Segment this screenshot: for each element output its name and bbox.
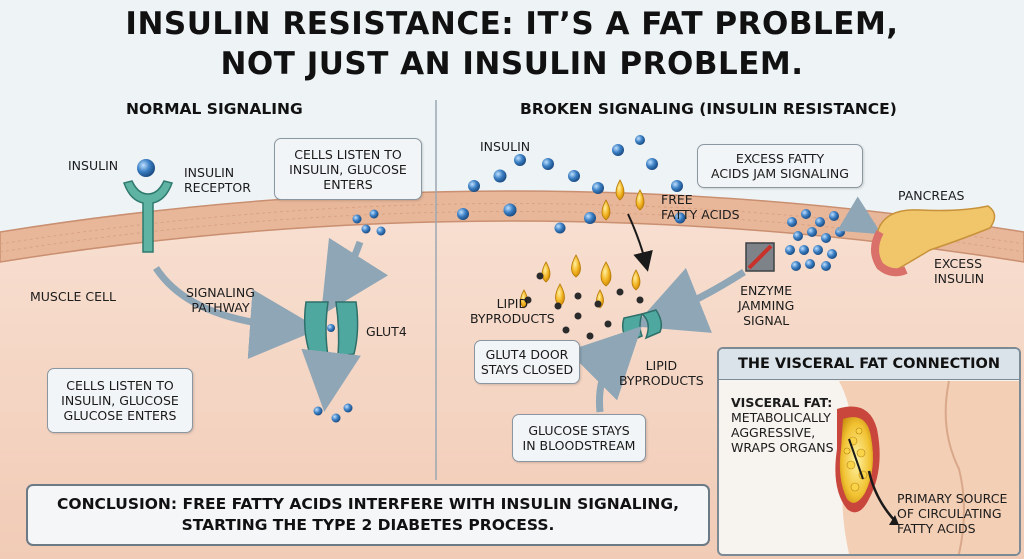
conclusion-line-1: CONCLUSION: FREE FATTY ACIDS INTERFERE W… — [57, 495, 679, 513]
arrow-enzyme-to-glut4 — [634, 267, 746, 333]
conclusion-line-2: STARTING THE TYPE 2 DIABETES PROCESS. — [181, 516, 555, 534]
pancreas-label: PANCREAS — [898, 188, 965, 203]
callout-line: CELLS LISTEN TO — [294, 146, 402, 162]
insulin-receptor — [123, 180, 173, 253]
enzyme-line-1: ENZYME — [740, 283, 793, 298]
callout-excess-fatty-acids: EXCESS FATTY ACIDS JAM SIGNALING — [697, 144, 863, 188]
source-line: OF CIRCULATING — [897, 506, 1002, 521]
enzyme-line-3: SIGNAL — [743, 313, 790, 328]
arrow-signaling-pathway — [153, 266, 320, 360]
normal-insulin-label: INSULIN — [68, 158, 119, 173]
excess-insulin-line-1: EXCESS — [934, 256, 983, 271]
lipid-byproducts-right-label: LIPID BYPRODUCTS — [619, 358, 704, 388]
glucose-cluster-top — [352, 209, 386, 236]
enzyme-line-2: JAMMING — [738, 298, 795, 313]
callout-line: IN BLOODSTREAM — [522, 438, 636, 453]
visceral-panel-title: THE VISCERAL FAT CONNECTION — [719, 349, 1019, 380]
callout-line: GLUCOSE STAYS — [528, 423, 630, 438]
signaling-line-1: SIGNALING — [186, 285, 255, 300]
lipid-line-2: BYPRODUCTS — [470, 311, 555, 326]
callout-line: STAYS CLOSED — [480, 362, 574, 377]
page-title: INSULIN RESISTANCE: IT’S A FAT PROBLEM, … — [0, 4, 1024, 84]
normal-signaling-heading: NORMAL SIGNALING — [126, 100, 303, 118]
arrow-ffa-to-membrane — [627, 213, 653, 272]
title-line-1: INSULIN RESISTANCE: IT’S A FAT PROBLEM, — [125, 6, 899, 42]
title-line-2: NOT JUST AN INSULIN PROBLEM. — [220, 46, 804, 82]
excess-insulin-cluster — [785, 209, 845, 271]
callout-line: INSULIN, GLUCOSE — [61, 393, 179, 408]
insulin-molecule — [137, 159, 155, 177]
visceral-line: AGGRESSIVE, — [731, 425, 816, 440]
conclusion-box: CONCLUSION: FREE FATTY ACIDS INTERFERE W… — [26, 484, 710, 546]
callout-line: INSULIN, GLUCOSE — [289, 161, 407, 177]
signaling-pathway-label: SIGNALING PATHWAY — [186, 285, 255, 315]
signaling-line-2: PATHWAY — [191, 300, 250, 315]
arrow-glucose-to-glut4 — [320, 237, 389, 316]
insulin-molecules-scattered — [457, 135, 686, 234]
glucose-cluster-inside — [313, 403, 353, 423]
ffa-label: FREE FATTY ACIDS — [661, 192, 740, 222]
lipid-line-1: LIPID — [496, 296, 529, 311]
callout-line: EXCESS FATTY — [735, 151, 825, 166]
pancreas-illustration — [871, 205, 996, 277]
visceral-fat-panel: THE VISCERAL FAT CONNECTION VISCERAL FAT… — [717, 347, 1021, 556]
glut4-label: GLUT4 — [366, 324, 407, 339]
glut4-channel-open — [303, 301, 359, 357]
torso-illustration — [835, 380, 1019, 554]
callout-cells-listen-top: CELLS LISTEN TO INSULIN, GLUCOSE ENTERS — [274, 138, 422, 200]
receptor-label-line-1: INSULIN — [184, 165, 235, 180]
visceral-line: WRAPS ORGANS — [731, 440, 834, 455]
callout-glucose-stays: GLUCOSE STAYS IN BLOODSTREAM — [512, 414, 646, 462]
arrow-glucose-stays — [567, 326, 642, 413]
lipid-line-1: LIPID — [645, 358, 678, 373]
lipid-line-2: BYPRODUCTS — [619, 373, 704, 388]
visceral-fat-label-bold: VISCERAL FAT: — [731, 395, 833, 410]
primary-source-label: PRIMARY SOURCE OF CIRCULATING FATTY ACID… — [897, 491, 1007, 536]
ffa-line-1: FREE — [661, 192, 693, 207]
source-line: PRIMARY SOURCE — [897, 491, 1008, 506]
visceral-line: METABOLICALLY — [731, 410, 831, 425]
enzyme-jamming-label: ENZYME JAMMING SIGNAL — [738, 283, 794, 328]
visceral-fat-description: METABOLICALLY AGGRESSIVE, WRAPS ORGANS — [731, 410, 834, 455]
muscle-cell-label: MUSCLE CELL — [30, 289, 116, 304]
callout-line: ACIDS JAM SIGNALING — [711, 166, 849, 181]
excess-insulin-line-2: INSULIN — [934, 271, 985, 286]
source-line: FATTY ACIDS — [897, 521, 976, 536]
broken-insulin-label: INSULIN — [480, 139, 531, 154]
lipid-byproducts-left-label: LIPID BYPRODUCTS — [470, 296, 555, 326]
ffa-line-2: FATTY ACIDS — [661, 207, 740, 222]
callout-line: ENTERS — [323, 176, 373, 192]
excess-insulin-label: EXCESS INSULIN — [934, 256, 984, 286]
enzyme-jamming-icon — [745, 242, 775, 272]
callout-line: CELLS LISTEN TO — [66, 378, 174, 393]
broken-signaling-heading: BROKEN SIGNALING (INSULIN RESISTANCE) — [520, 100, 897, 118]
receptor-label-line-2: RECEPTOR — [184, 180, 251, 195]
callout-line: GLUCOSE ENTERS — [63, 408, 177, 423]
callout-cells-listen-bottom: CELLS LISTEN TO INSULIN, GLUCOSE GLUCOSE… — [47, 368, 193, 433]
callout-glut4-closed: GLUT4 DOOR STAYS CLOSED — [474, 340, 580, 384]
callout-line: GLUT4 DOOR — [485, 347, 569, 362]
